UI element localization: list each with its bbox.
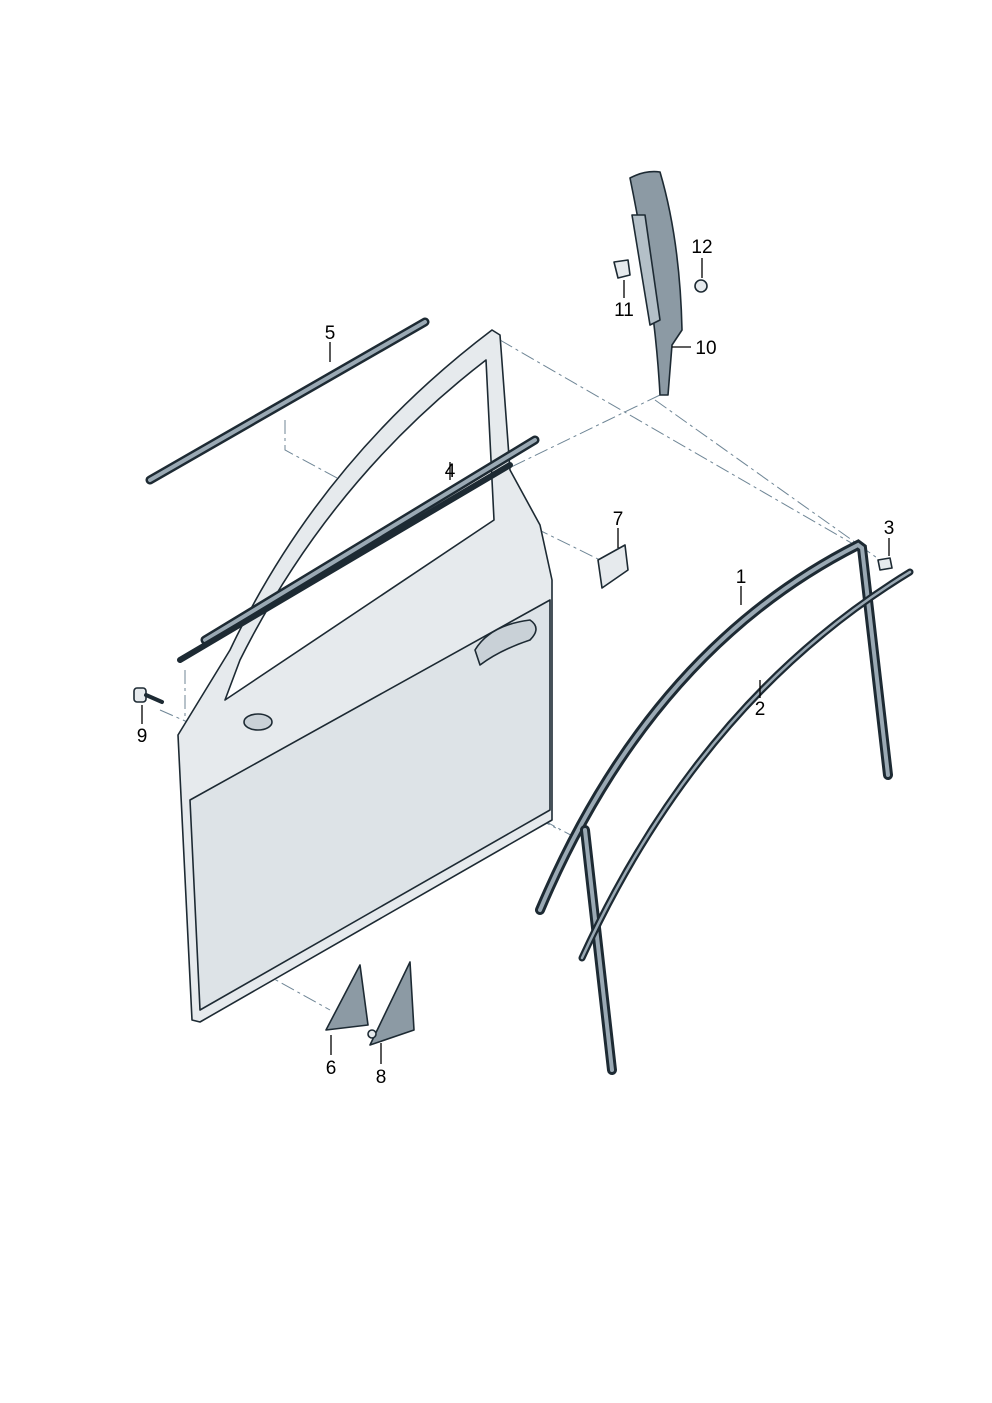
callout-9: 9 [137,726,148,747]
callout-10: 10 [695,338,716,359]
part-10-trim [629,170,683,396]
part-3-clip [877,557,893,571]
part-1-frame-seal [535,539,893,1075]
part-8-triangle [367,961,415,1046]
part-6-triangle [325,964,369,1031]
callout-6: 6 [326,1058,337,1079]
part-2-seal [578,568,914,962]
part-9-bolt [133,687,164,704]
part-4-strip [177,435,540,663]
callout-2: 2 [755,699,766,720]
callout-3: 3 [884,518,895,539]
callout-8: 8 [376,1067,387,1088]
callout-5: 5 [325,323,336,344]
callout-12: 12 [691,237,712,258]
callout-1: 1 [736,567,747,588]
part-11-clip [613,259,631,279]
part-5-strip [145,317,430,485]
door-shell [177,329,553,1023]
part-12-screw [694,279,708,293]
part-7-cap [597,544,629,589]
callout-11: 11 [614,300,634,321]
callout-4: 4 [445,461,456,482]
callout-7: 7 [613,509,624,530]
leader-lines [141,258,890,1064]
